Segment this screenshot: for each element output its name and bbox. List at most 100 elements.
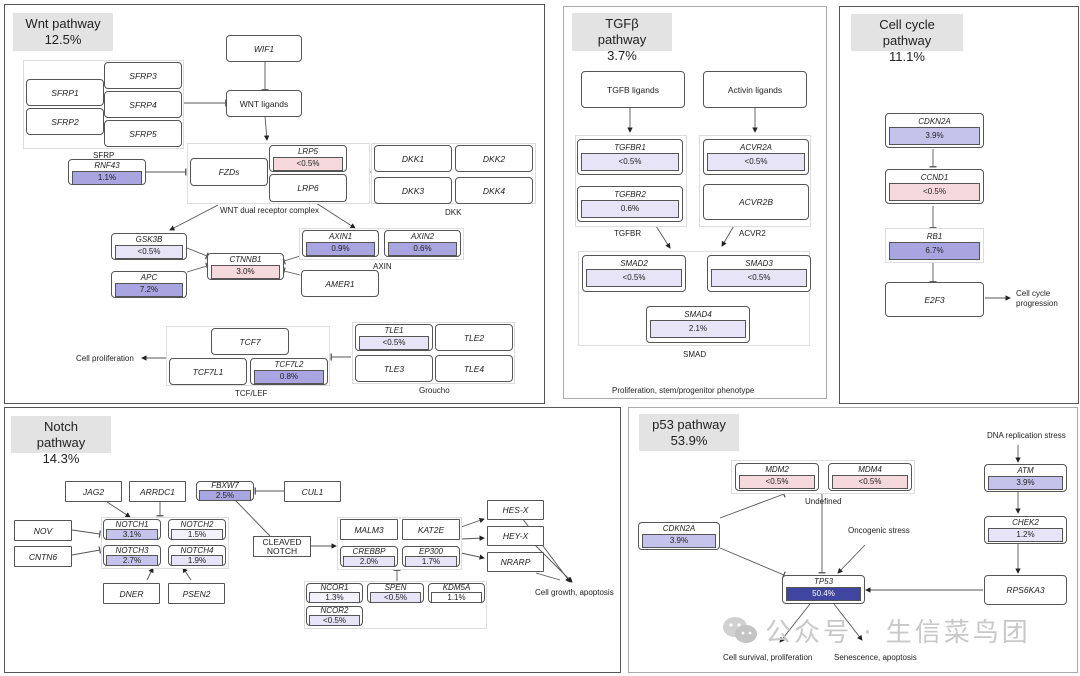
tgfb-pct: 3.7%: [607, 48, 637, 63]
node-wnt-ligands[interactable]: WNT ligands: [226, 90, 302, 117]
gene-value: <0.5%: [586, 269, 682, 287]
node-hes-x[interactable]: HES-X: [487, 500, 544, 520]
node-tle3[interactable]: TLE3: [355, 355, 433, 382]
gene-acvr2a[interactable]: ACVR2A <0.5%: [703, 139, 809, 175]
node-dkk4[interactable]: DKK4: [455, 177, 533, 204]
node-rps6ka3[interactable]: RPS6KA3: [984, 575, 1067, 605]
gene-rb1[interactable]: RB1 6.7%: [885, 228, 984, 263]
gene-mdm2[interactable]: MDM2 <0.5%: [735, 463, 819, 491]
gene-value: 0.8%: [254, 370, 324, 384]
groucho-label: Groucho: [419, 386, 450, 395]
gene-kdm5a[interactable]: KDM5A 1.1%: [428, 583, 485, 603]
gene-value: 3.1%: [106, 529, 158, 540]
gene-smad3[interactable]: SMAD3 <0.5%: [707, 255, 811, 292]
gene-ccnd1[interactable]: CCND1 <0.5%: [885, 169, 984, 204]
dna-stress-label: DNA replication stress: [987, 431, 1066, 440]
gene-axin2[interactable]: AXIN2 0.6%: [384, 230, 461, 257]
wnt-title: Wnt pathway 12.5%: [13, 13, 113, 51]
cellcycle-pct: 11.1%: [889, 49, 925, 64]
node-tcf7l1[interactable]: TCF7L1: [169, 358, 247, 385]
gene-tcf7l2[interactable]: TCF7L2 0.8%: [250, 358, 328, 385]
node-hey-x[interactable]: HEY-X: [487, 526, 544, 546]
gene-gsk3b[interactable]: GSK3B <0.5%: [111, 233, 187, 260]
node-sfrp1[interactable]: SFRP1: [26, 79, 104, 106]
gene-mdm4[interactable]: MDM4 <0.5%: [828, 463, 912, 491]
gene-notch2[interactable]: NOTCH2 1.5%: [168, 519, 226, 540]
label: RPS6KA3: [1006, 585, 1045, 595]
node-cul1[interactable]: CUL1: [284, 481, 341, 502]
node-malm3[interactable]: MALM3: [340, 519, 398, 540]
node-e2f3[interactable]: E2F3: [885, 282, 984, 317]
node-amer1[interactable]: AMER1: [301, 270, 379, 297]
gene-axin1[interactable]: AXIN1 0.9%: [302, 230, 379, 257]
node-sfrp3[interactable]: SFRP3: [104, 62, 182, 89]
gene-cdkn2a-cc[interactable]: CDKN2A 3.9%: [885, 113, 984, 148]
gene-notch4[interactable]: NOTCH4 1.9%: [168, 545, 226, 566]
acvr2-label: ACVR2: [739, 229, 766, 238]
node-cleaved-notch[interactable]: CLEAVED NOTCH: [253, 536, 311, 557]
node-sfrp4[interactable]: SFRP4: [104, 91, 182, 118]
node-lrp6[interactable]: LRP6: [269, 174, 347, 202]
node-psen2[interactable]: PSEN2: [168, 583, 225, 604]
node-nrarp[interactable]: NRARP: [487, 552, 544, 572]
gene-tp53[interactable]: TP53 50.4%: [782, 575, 865, 604]
node-dkk2[interactable]: DKK2: [455, 145, 533, 172]
node-jag2[interactable]: JAG2: [65, 481, 122, 502]
gene-ncor2[interactable]: NCOR2 <0.5%: [306, 606, 363, 626]
gene-spen[interactable]: SPEN <0.5%: [367, 583, 424, 603]
gene-value: 1.2%: [988, 528, 1063, 542]
gene-apc[interactable]: APC 7.2%: [111, 271, 187, 298]
watermark-text: 公众号 · 生信菜鸟团: [765, 618, 1031, 648]
gene-tle1[interactable]: TLE1 <0.5%: [355, 324, 433, 351]
node-dner[interactable]: DNER: [103, 583, 160, 604]
gene-lrp5[interactable]: LRP5 <0.5%: [269, 145, 347, 172]
gene-value: 50.4%: [786, 587, 861, 601]
node-tle4[interactable]: TLE4: [435, 355, 513, 382]
node-sfrp5[interactable]: SFRP5: [104, 120, 182, 147]
node-arrdc1[interactable]: ARRDC1: [129, 481, 186, 502]
gene-cdkn2a-p53[interactable]: CDKN2A 3.9%: [638, 522, 720, 550]
gene-value: 0.9%: [306, 242, 375, 256]
node-dkk3[interactable]: DKK3: [374, 177, 452, 204]
gene-notch1[interactable]: NOTCH1 3.1%: [103, 519, 161, 540]
notch-title-text: Notch pathway: [36, 419, 86, 450]
node-fzds[interactable]: FZDs: [190, 158, 268, 186]
gene-smad4[interactable]: SMAD4 2.1%: [646, 306, 750, 343]
gene-name: EP300: [418, 547, 444, 556]
undefined-label: Undefined: [805, 497, 842, 506]
gene-ctnnb1[interactable]: CTNNB1 3.0%: [207, 253, 284, 280]
node-dkk1[interactable]: DKK1: [374, 145, 452, 172]
node-kat2e[interactable]: KAT2E: [402, 519, 460, 540]
gene-crebbp[interactable]: CREBBP 2.0%: [340, 546, 398, 567]
p53-outcome-right: Senescence, apoptosis: [834, 653, 917, 662]
gene-rnf43[interactable]: RNF43 1.1%: [68, 159, 146, 185]
node-acvr2b[interactable]: ACVR2B: [703, 184, 809, 220]
gene-atm[interactable]: ATM 3.9%: [984, 464, 1067, 492]
node-cntn6[interactable]: CNTN6: [14, 546, 72, 567]
node-tle2[interactable]: TLE2: [435, 324, 513, 351]
node-tcf7[interactable]: TCF7: [211, 328, 289, 355]
gene-chek2[interactable]: CHEK2 1.2%: [984, 516, 1067, 544]
node-activin-ligands[interactable]: Activin ligands: [703, 71, 807, 108]
label: DKK1: [401, 153, 425, 164]
label: E2F3: [924, 294, 945, 305]
label: SFRP2: [51, 116, 79, 127]
gene-fbxw7[interactable]: FBXW7 2.5%: [196, 481, 254, 501]
gene-value: 3.9%: [988, 476, 1063, 490]
gene-name: SMAD2: [620, 259, 648, 268]
gene-smad2[interactable]: SMAD2 <0.5%: [582, 255, 686, 292]
node-tgfb-ligands[interactable]: TGFB ligands: [581, 71, 685, 108]
node-nov[interactable]: NOV: [14, 520, 72, 541]
gene-tgfbr1[interactable]: TGFBR1 <0.5%: [577, 139, 683, 175]
label: ARRDC1: [140, 486, 175, 497]
gene-tgfbr2[interactable]: TGFBR2 0.6%: [577, 186, 683, 222]
gene-ncor1[interactable]: NCOR1 1.3%: [306, 583, 363, 603]
node-wif1[interactable]: WIF1: [226, 35, 302, 62]
gene-ep300[interactable]: EP300 1.7%: [402, 546, 460, 567]
gene-name: ACVR2A: [739, 143, 772, 152]
gene-name: FBXW7: [211, 481, 239, 490]
gene-notch3[interactable]: NOTCH3 2.7%: [103, 545, 161, 566]
p53-title: p53 pathway 53.9%: [639, 414, 739, 451]
node-sfrp2[interactable]: SFRP2: [26, 108, 104, 135]
gene-name: AXIN2: [410, 232, 435, 241]
